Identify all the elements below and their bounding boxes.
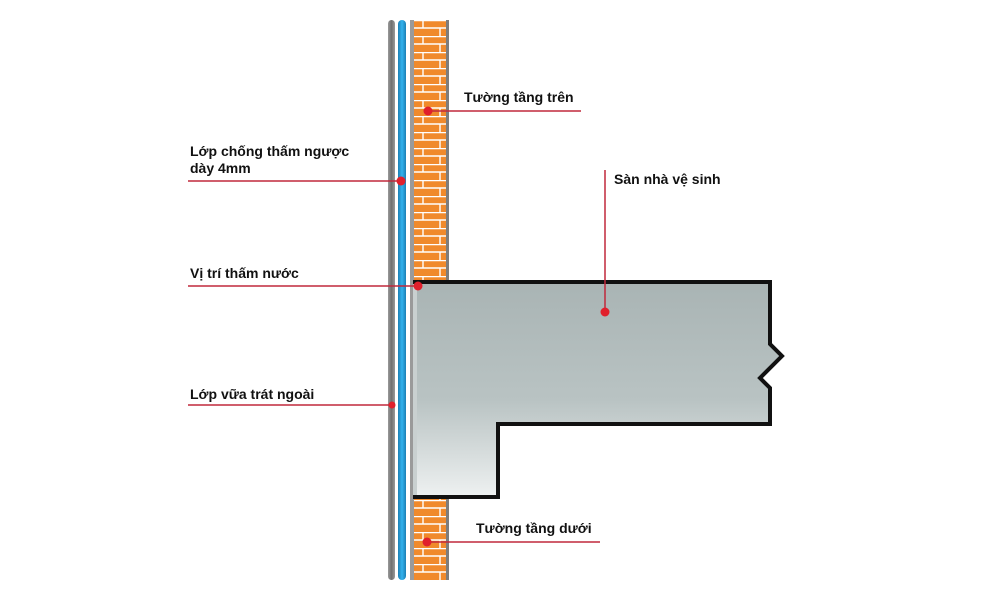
waterproof-membrane [398, 20, 406, 580]
dot-waterproof [396, 176, 406, 186]
inner-plaster-line [410, 20, 414, 580]
label-waterproof-line1: Lớp chống thấm ngược [190, 143, 350, 159]
label-waterproof-line2: dày 4mm [190, 160, 251, 176]
label-leak-position: Vị trí thấm nước [190, 265, 299, 281]
dot-lower-wall [422, 537, 432, 547]
label-outer-plaster: Lớp vữa trát ngoài [190, 386, 315, 402]
dot-leak [413, 281, 423, 291]
outer-plaster-layer [388, 20, 395, 580]
bathroom-slab [413, 280, 785, 499]
dot-plaster [388, 401, 396, 409]
label-upper-wall: Tường tầng trên [464, 89, 574, 105]
dot-floor [600, 307, 610, 317]
label-lower-wall: Tường tầng dưới [476, 520, 592, 536]
leader-lines [188, 110, 606, 543]
upper-wall [414, 20, 449, 282]
dot-upper-wall [423, 106, 433, 116]
label-bathroom-floor: Sàn nhà vệ sinh [614, 171, 721, 187]
callout-dots [388, 106, 610, 547]
lower-wall [414, 498, 449, 580]
